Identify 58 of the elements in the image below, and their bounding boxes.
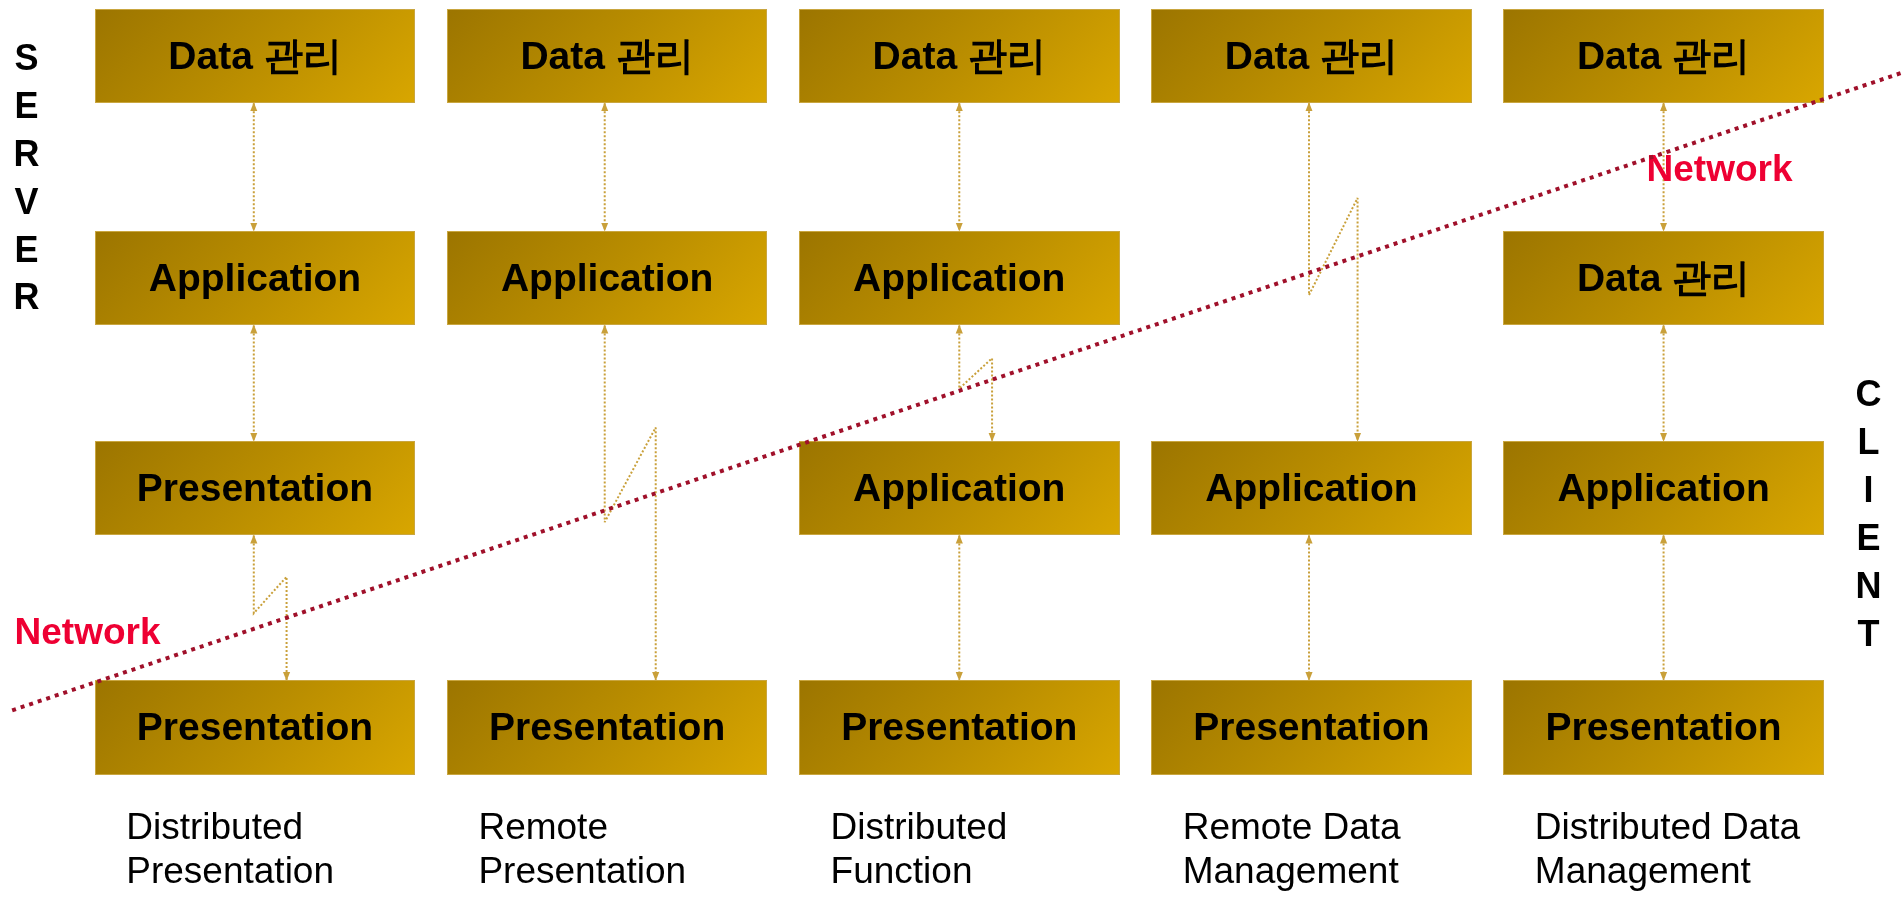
double-arrow [955,534,963,681]
side-label: SERVER [12,36,41,320]
layer-label: Data 관리 [520,32,694,79]
layer-label: Application [853,256,1066,301]
layer-box [799,8,1120,104]
layer-box [1503,8,1824,104]
side-label: CLIENT [1854,372,1883,656]
layer-label: Presentation [136,466,374,511]
double-arrow [250,534,291,681]
layer-box [799,680,1120,775]
layer-box [446,680,768,775]
layer-box [799,230,1120,326]
layer-label: Presentation [841,705,1078,750]
network-label: Network [1646,148,1793,191]
double-arrow [1659,534,1668,681]
double-arrow [250,102,258,232]
double-arrow [601,102,609,232]
layer-box [94,8,416,104]
layer-label: Data 관리 [872,32,1046,79]
layer-box [94,230,416,326]
layer-box [1503,230,1824,326]
layer-box [94,680,416,775]
layer-label: Application [853,466,1066,511]
layer-label: Data 관리 [1576,255,1751,302]
layer-box [1503,680,1824,775]
layer-label: Data 관리 [168,32,342,79]
layer-label: Data 관리 [1576,32,1751,79]
double-arrow [1305,102,1362,442]
layer-label: Application [1557,466,1770,511]
double-arrow [1305,534,1313,681]
double-arrow [955,324,996,442]
double-arrow [250,324,258,442]
architecture-caption: Distributed Function [830,805,1009,894]
double-arrow [1659,324,1668,442]
architecture-caption: Distributed Data Management [1534,805,1802,894]
layer-box [1151,440,1472,536]
layer-box [1151,8,1472,104]
layer-box [1503,440,1824,536]
layer-box [446,8,768,104]
layer-label: Application [148,256,362,301]
layer-label: Presentation [489,705,726,750]
double-arrow [955,102,963,232]
architecture-caption: Remote Data Management [1182,805,1402,894]
layer-label: Presentation [1545,705,1782,750]
double-arrow [601,324,660,681]
layer-label: Data 관리 [1224,32,1399,79]
double-arrow [1659,102,1668,232]
layer-box [1151,680,1472,775]
network-label: Network [14,610,161,653]
architecture-caption: Remote Presentation [478,805,688,894]
layer-label: Application [1205,466,1418,511]
architecture-caption: Distributed Presentation [126,805,336,894]
layer-box [94,440,416,536]
layer-box [799,440,1120,536]
layer-label: Application [500,256,714,301]
layer-label: Presentation [1193,705,1430,750]
layer-box [446,230,768,326]
layer-label: Presentation [136,705,374,750]
